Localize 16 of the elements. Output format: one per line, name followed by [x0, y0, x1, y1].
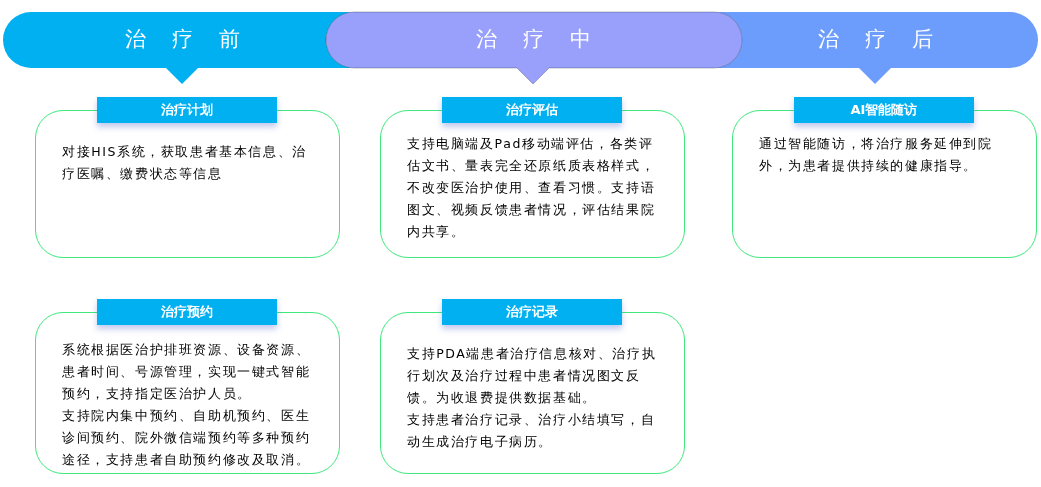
phase-label: 治疗后 — [817, 26, 959, 53]
description-text: 支持电脑端及Pad移动端评估，各类评估文书、量表完全还原纸质表格样式，不改变医治护使用、查看习惯。支持语图文、视频反馈患者情况，评估结果院内共享。 — [407, 135, 657, 241]
heading-tab: 治疗预约 — [97, 299, 277, 325]
heading-tab: AI智能随访 — [794, 97, 974, 123]
heading-tab: 治疗评估 — [442, 97, 622, 123]
phase-banner — [326, 12, 742, 84]
heading-tab: 治疗记录 — [442, 299, 622, 325]
description-text: 对接HIS系统，获取患者基本信息、治疗医嘱、缴费状态等信息 — [62, 143, 308, 183]
description-text: 通过智能随访，将治疗服务延伸到院外，为患者提供持续的健康指导。 — [759, 135, 994, 175]
phase-label: 治疗中 — [475, 26, 617, 53]
description-text: 支持患者治疗记录、治疗小结填写，自动生成治疗电子病历。 — [407, 411, 657, 451]
heading-tab: 治疗计划 — [97, 97, 277, 123]
description-text: 支持PDA端患者治疗信息核对、治疗执行划次及治疗过程中患者情况图文反馈。为收退费提供数据基础。 — [407, 345, 658, 407]
description-text: 系统根据医治护排班资源、设备资源、患者时间、号源管理，实现一键式智能预约，支持指定医治护人员。 — [62, 341, 312, 403]
description-text: 支持院内集中预约、自助机预约、医生诊间预约、院外微信端预约等多种预约途径，支持患者自助预约修改及取消。 — [62, 407, 312, 469]
phase-label: 治疗前 — [124, 26, 266, 53]
